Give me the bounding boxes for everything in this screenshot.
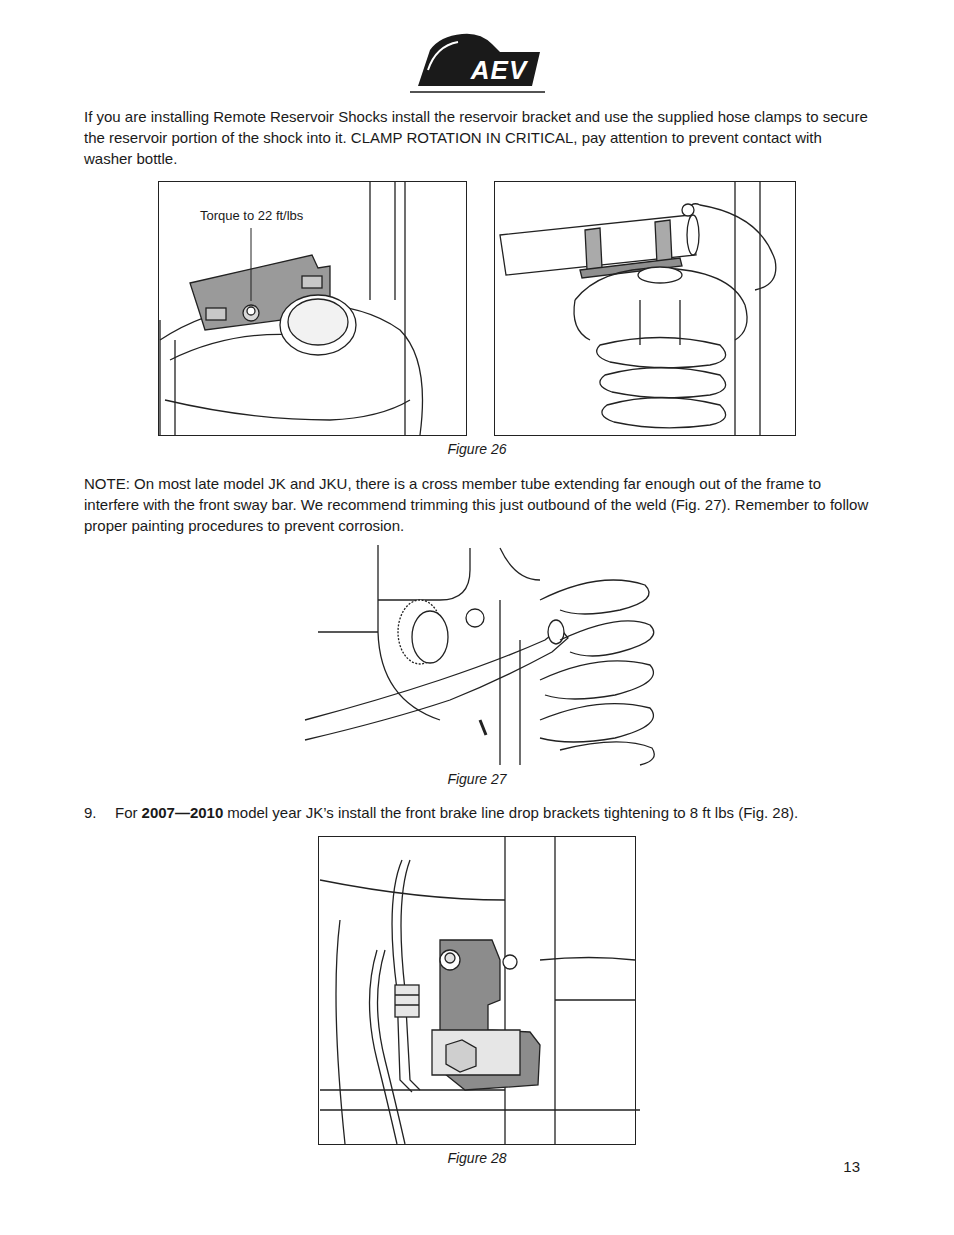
figure-caption: Figure 28	[397, 1149, 557, 1167]
aev-logo	[410, 34, 545, 92]
figure-26-left	[159, 182, 467, 436]
figure-28	[319, 836, 641, 1145]
model-years: 2007—2010	[142, 804, 224, 821]
note-paragraph: NOTE: On most late model JK and JKU, the…	[84, 473, 874, 536]
step-text-part: For	[115, 804, 138, 821]
figure-caption: Figure 26	[397, 440, 557, 458]
logo-text: AEV	[466, 55, 532, 85]
figure-caption: Figure 27	[397, 770, 557, 788]
step-text: For2007—2010model year JK’s install the …	[115, 802, 895, 823]
body-paragraph: If you are installing Remote Reservoir S…	[84, 106, 874, 169]
figure-26-right	[495, 182, 796, 436]
step-text-part: model year JK’s install the front brake …	[227, 804, 798, 821]
torque-callout: Torque to 22 ft/lbs	[200, 208, 340, 224]
step-number: 9.	[84, 802, 112, 823]
page-number: 13	[830, 1156, 860, 1177]
figure-27	[305, 545, 654, 765]
